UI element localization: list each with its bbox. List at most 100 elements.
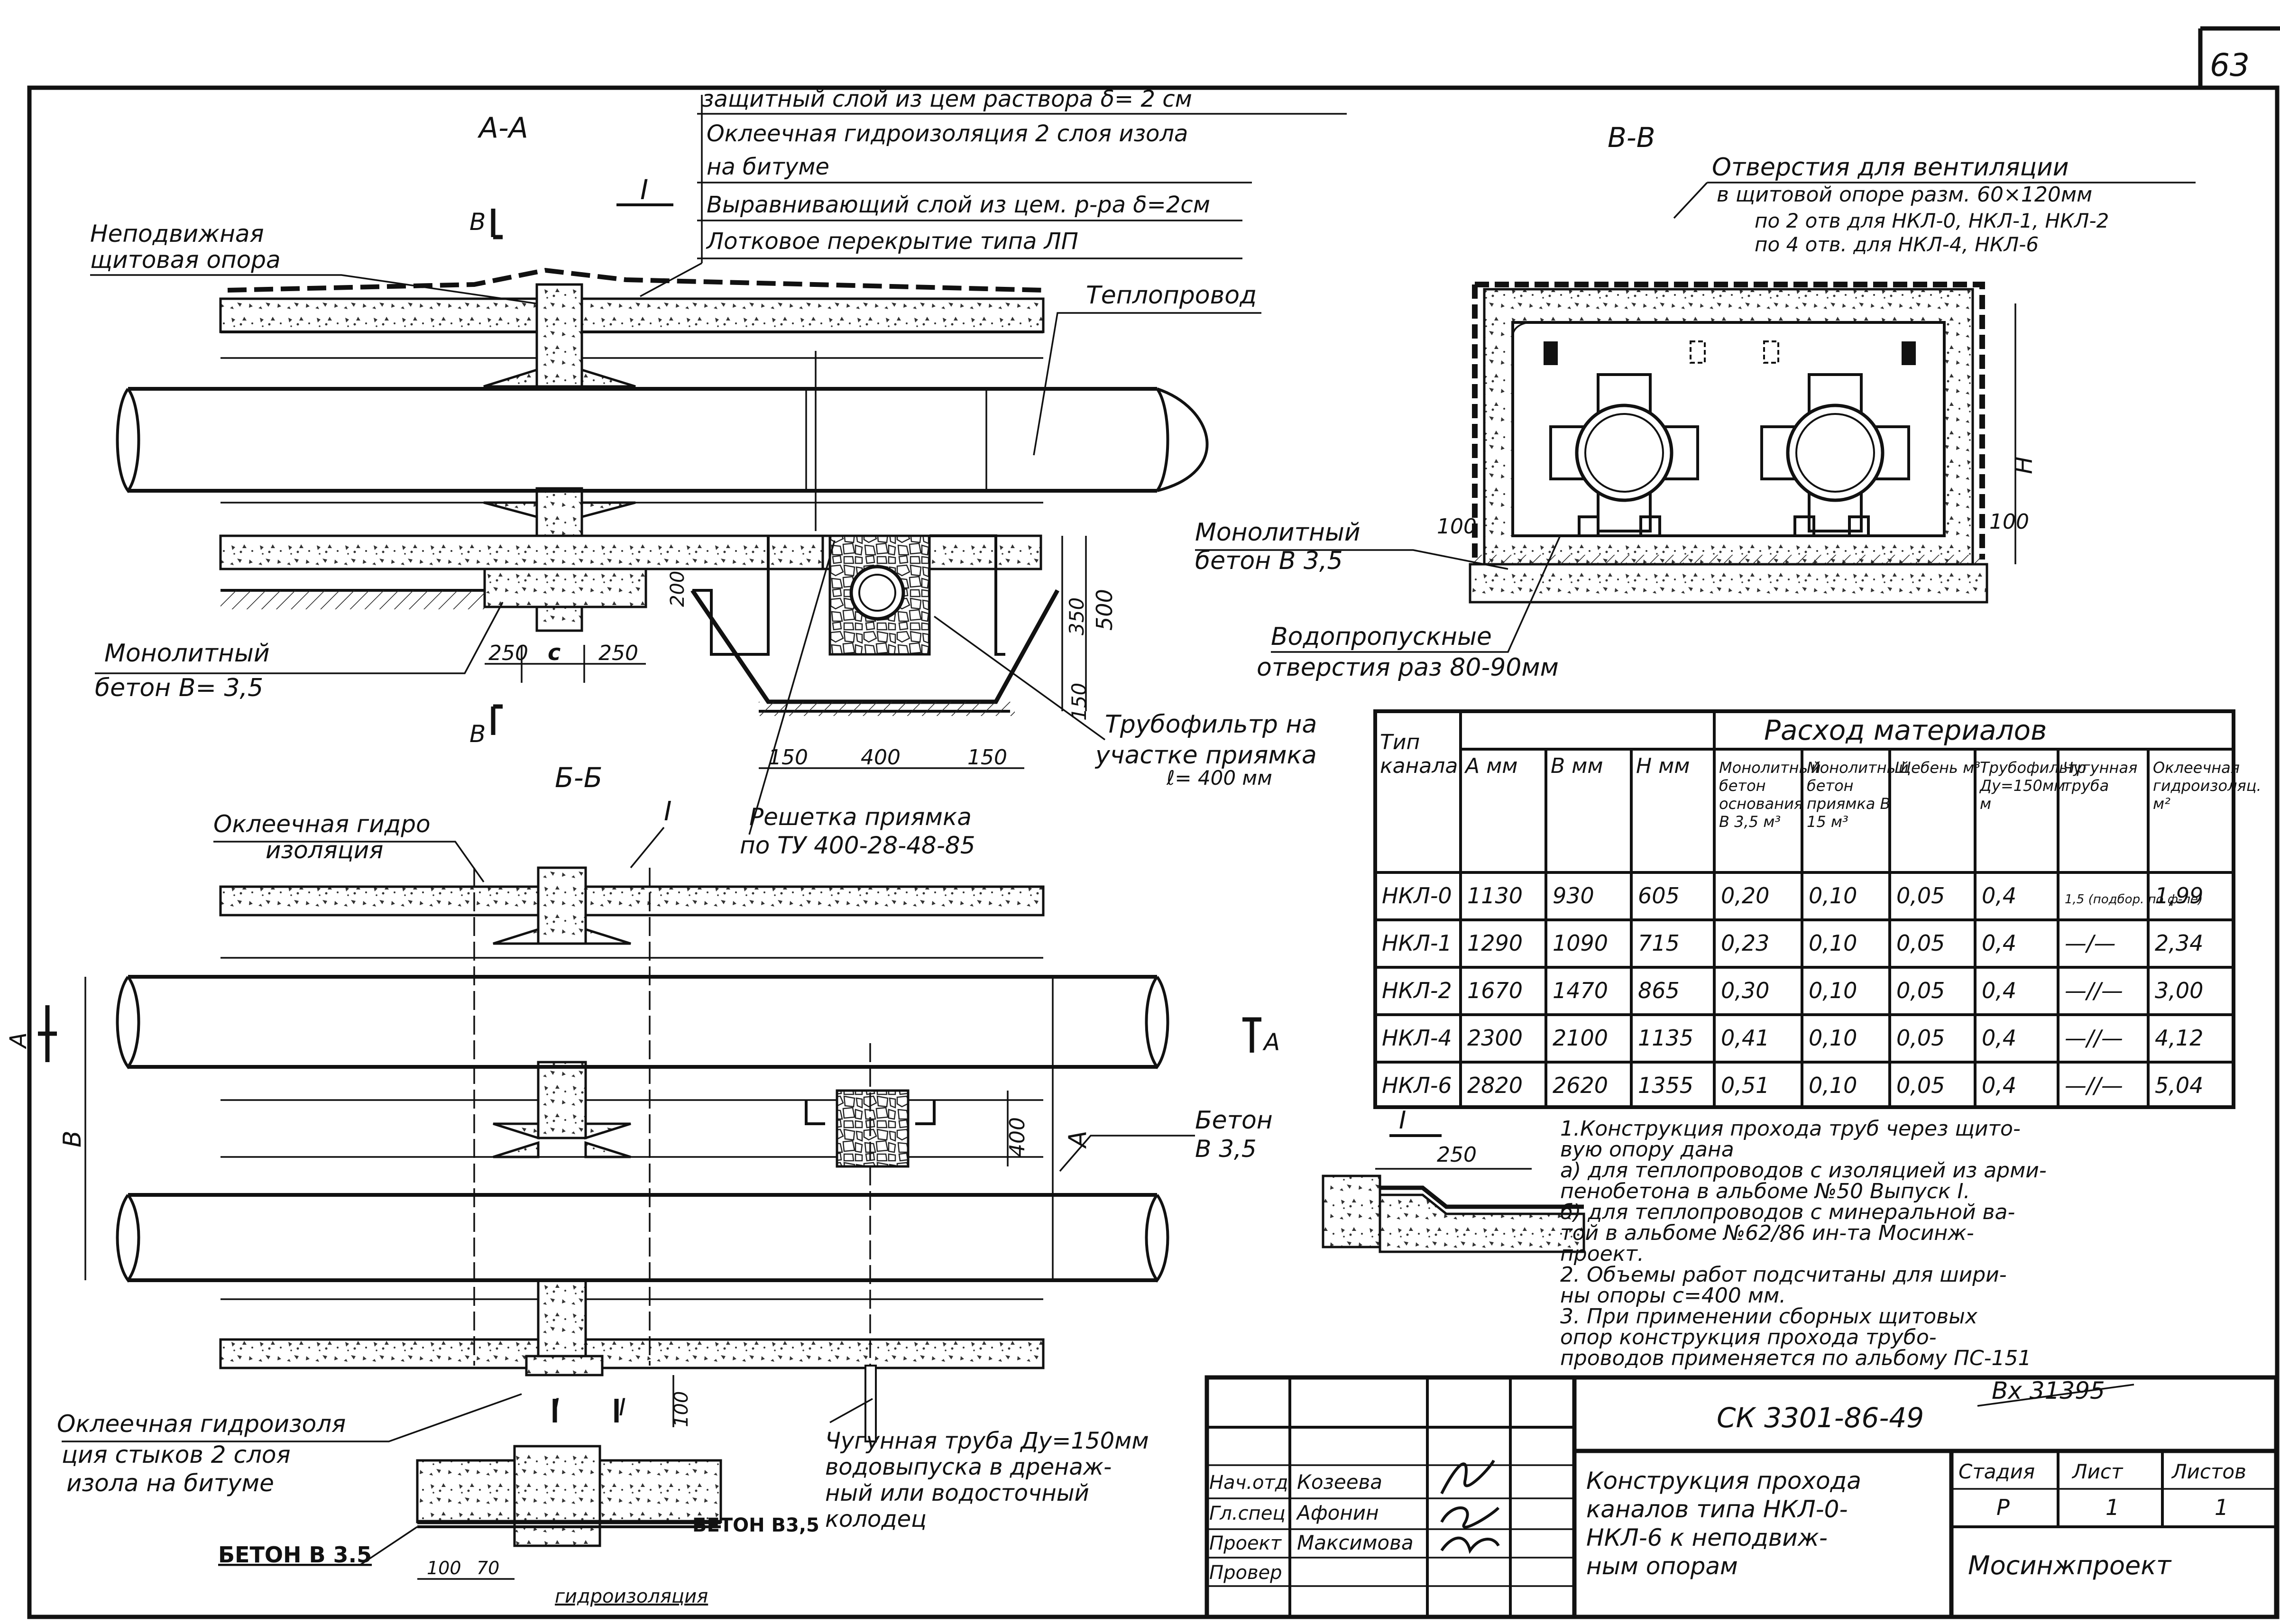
table-cell: 1355: [1638, 1073, 1693, 1098]
section-aa: А-А I: [116, 111, 1209, 770]
table-header-cell: Тип: [1380, 730, 1420, 754]
sheet-label: Лист: [2071, 1460, 2124, 1483]
pipe-support-left: [1549, 373, 1699, 537]
note-line: опор конструкция прохода трубо-: [1560, 1325, 1937, 1349]
dim-250a: 250: [488, 641, 528, 665]
detail-i-small: I 250: [1322, 1106, 1585, 1253]
note-line: ны опоры с=400 мм.: [1560, 1284, 1786, 1308]
table-header-cell: труба: [2063, 777, 2109, 795]
table-cell: 1,99: [2155, 883, 2203, 908]
cut-b-bottom: В: [469, 720, 486, 748]
dim-200: 200: [667, 571, 689, 607]
callout-heat-pipe: Теплопровод: [1086, 281, 1257, 310]
callout-fixed-support-2: щитовая опора: [90, 246, 281, 274]
dim-150b: 150: [967, 745, 1007, 770]
table-cell: 0,51: [1721, 1073, 1769, 1098]
table-cell: 4,12: [2155, 1025, 2203, 1051]
table-header-cell: м: [1980, 795, 1991, 813]
dim-100-joint: 100: [671, 1391, 692, 1427]
table-cell: НКЛ-6: [1382, 1073, 1452, 1098]
table-cell: 0,10: [1809, 1025, 1857, 1051]
label-waterproofing: гидроизоляция: [555, 1586, 708, 1607]
stage-value: Р: [1996, 1495, 2010, 1520]
table-cell: 1135: [1638, 1025, 1693, 1051]
table-cell: 930: [1553, 883, 1594, 908]
table-cell: НКЛ-0: [1382, 883, 1452, 908]
table-header-cell: В 3,5 м³: [1719, 813, 1781, 831]
table-header-cell: канала: [1380, 754, 1458, 778]
detail-i-small-title: I: [1399, 1106, 1406, 1135]
dim-250b: 250: [598, 641, 638, 665]
stage-label: Стадия: [1958, 1460, 2035, 1483]
table-cell: —/—: [2065, 930, 2116, 956]
table-cell: 605: [1638, 883, 1680, 908]
table-cell: 1290: [1467, 930, 1523, 956]
dim-350: 350: [1065, 597, 1088, 635]
table-cell: 2620: [1553, 1073, 1608, 1098]
table-cell: 0,10: [1809, 978, 1857, 1003]
dim-150a: 150: [768, 745, 808, 770]
cut-a-left: А: [5, 1032, 32, 1049]
table-header-cell: В мм: [1551, 754, 1603, 778]
note-line: 1.Конструкция прохода труб через щито-: [1560, 1117, 2021, 1141]
callout-layer2b: на битуме: [707, 154, 829, 180]
table-cell: 0,05: [1896, 978, 1945, 1003]
note-line: б) для теплопроводов с минеральной ва-: [1560, 1200, 2015, 1224]
section-bb-title: Б-Б: [555, 762, 603, 794]
dim-c: с: [548, 640, 561, 665]
pit-gravel-plan: [836, 1089, 910, 1168]
callout-monolith-top-1: Монолитный: [1195, 518, 1361, 547]
table-cell: 2100: [1553, 1025, 1608, 1051]
cut-a-right: А: [1262, 1028, 1280, 1056]
notes: 1.Конструкция прохода труб через щито-ву…: [1560, 1117, 2047, 1370]
signature-1: [1440, 1459, 1495, 1495]
table-cell: 0,10: [1809, 883, 1857, 908]
callout-joint-insul-1: Оклеечная гидроизоля: [57, 1410, 346, 1438]
detail-i-mark-a: I: [552, 1394, 560, 1421]
layer-callouts: защитный слой из цем раствора δ= 2 см Ок…: [90, 86, 1347, 859]
joint-detail: Оклеечная гидроизоля ция стыков 2 слоя и…: [57, 1393, 819, 1607]
table-cell: 1130: [1467, 883, 1523, 908]
sheets-label: Листов: [2171, 1460, 2246, 1483]
cast-pipe-callout: Чугунная труба Ду=150мм водовыпуска в др…: [825, 1398, 1149, 1532]
callout-monolith-top-2: бетон В 3,5: [1195, 547, 1343, 575]
title-line-1: Конструкция прохода: [1586, 1467, 1861, 1495]
detail-i-label-plan: I: [664, 796, 672, 827]
table-cell: 1,5 (подбор. по ф-ле): [2065, 892, 2203, 907]
table-header-cell: Ду=150мм: [1979, 777, 2065, 795]
table-cell: 1090: [1553, 930, 1608, 956]
note-line: проект.: [1560, 1242, 1644, 1266]
table-header-cell: бетон: [1807, 777, 1854, 795]
table-cell: 0,4: [1982, 1025, 2016, 1051]
callout-layer2: Оклеечная гидроизоляция 2 слоя изола: [707, 120, 1188, 147]
dim-b: В: [58, 1130, 87, 1147]
role-project: Проект: [1209, 1532, 1282, 1554]
table-cell: НКЛ-4: [1382, 1025, 1452, 1051]
note-line: той в альбоме №62/86 ин-та Мосинж-: [1560, 1221, 1974, 1245]
title-line-2: каналов типа НКЛ-0-: [1586, 1496, 1848, 1523]
organization: Мосинжпроект: [1968, 1551, 2172, 1580]
callout-vent-1: Отверстия для вентиляции: [1712, 153, 2069, 182]
title-line-3: НКЛ-6 к неподвиж-: [1586, 1524, 1828, 1551]
table-cell: 0,23: [1721, 930, 1769, 956]
sheet-value: 1: [2105, 1495, 2119, 1520]
callout-fixed-support-1: Неподвижная: [90, 220, 264, 248]
table-cell: 2820: [1467, 1073, 1523, 1098]
role-check: Провер: [1209, 1562, 1282, 1584]
title-block: Вх 31395 СК 3301-86-49 Нач.отд Гл.спец П…: [1204, 1375, 2279, 1619]
section-bb-top-title: В-В: [1608, 121, 1655, 154]
detail-i-mark-b: I: [619, 1394, 626, 1421]
callout-vent-3: по 2 отв для НКЛ-0, НКЛ-1, НКЛ-2: [1755, 209, 2109, 232]
top-slab-aa: [219, 297, 1045, 333]
note-line: а) для теплопроводов с изоляцией из арми…: [1560, 1158, 2047, 1183]
callout-monolith-2: бетон В= 3,5: [95, 674, 263, 702]
callout-joint-insul-3: изола на битуме: [66, 1469, 274, 1497]
label-beton-left: БЕТОН В 3.5: [218, 1542, 372, 1568]
dim-100-bottom: 100: [427, 1558, 461, 1578]
table-header-cell: 15 м³: [1807, 813, 1848, 831]
callout-grate-2: по ТУ 400-28-48-85: [740, 832, 975, 859]
table-cell: 2,34: [2155, 930, 2203, 956]
table-cell: —//—: [2065, 1025, 2123, 1051]
